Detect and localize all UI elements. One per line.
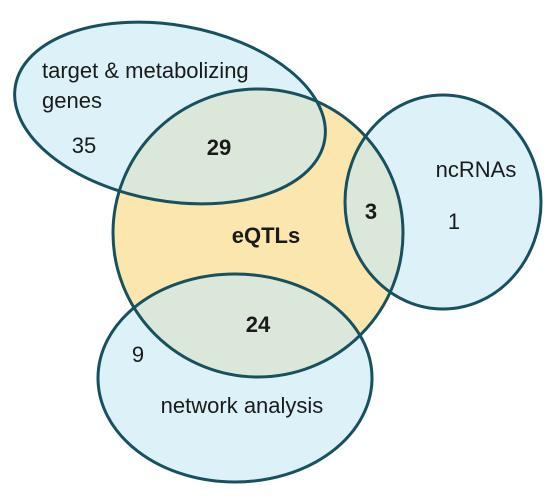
ncrnas-label: ncRNAs: [436, 157, 517, 182]
count-network-eqtls: 24: [246, 312, 271, 337]
network-analysis-ellipse-fill: [98, 274, 372, 482]
target-genes-ellipse-fill: [14, 22, 326, 204]
ncrnas-ellipse-fill: [345, 95, 541, 309]
count-target-eqtls: 29: [207, 135, 231, 160]
ncrnas-ellipse-outline: [343, 93, 543, 311]
eqtls-label: eQTLs: [232, 223, 300, 248]
eqtls-circle-outline: [111, 87, 405, 379]
network-analysis-ellipse-outline: [96, 272, 374, 484]
count-ncrnas-only: 1: [448, 209, 460, 234]
target-genes-label-line2: genes: [42, 88, 102, 113]
target-genes-label-line1: target & metabolizing: [42, 58, 249, 83]
count-target-only: 35: [72, 133, 96, 158]
network-analysis-label: network analysis: [161, 393, 324, 418]
target-genes-ellipse-outline: [13, 20, 327, 206]
count-network-only: 9: [132, 342, 144, 367]
count-ncrnas-eqtls: 3: [365, 199, 377, 224]
